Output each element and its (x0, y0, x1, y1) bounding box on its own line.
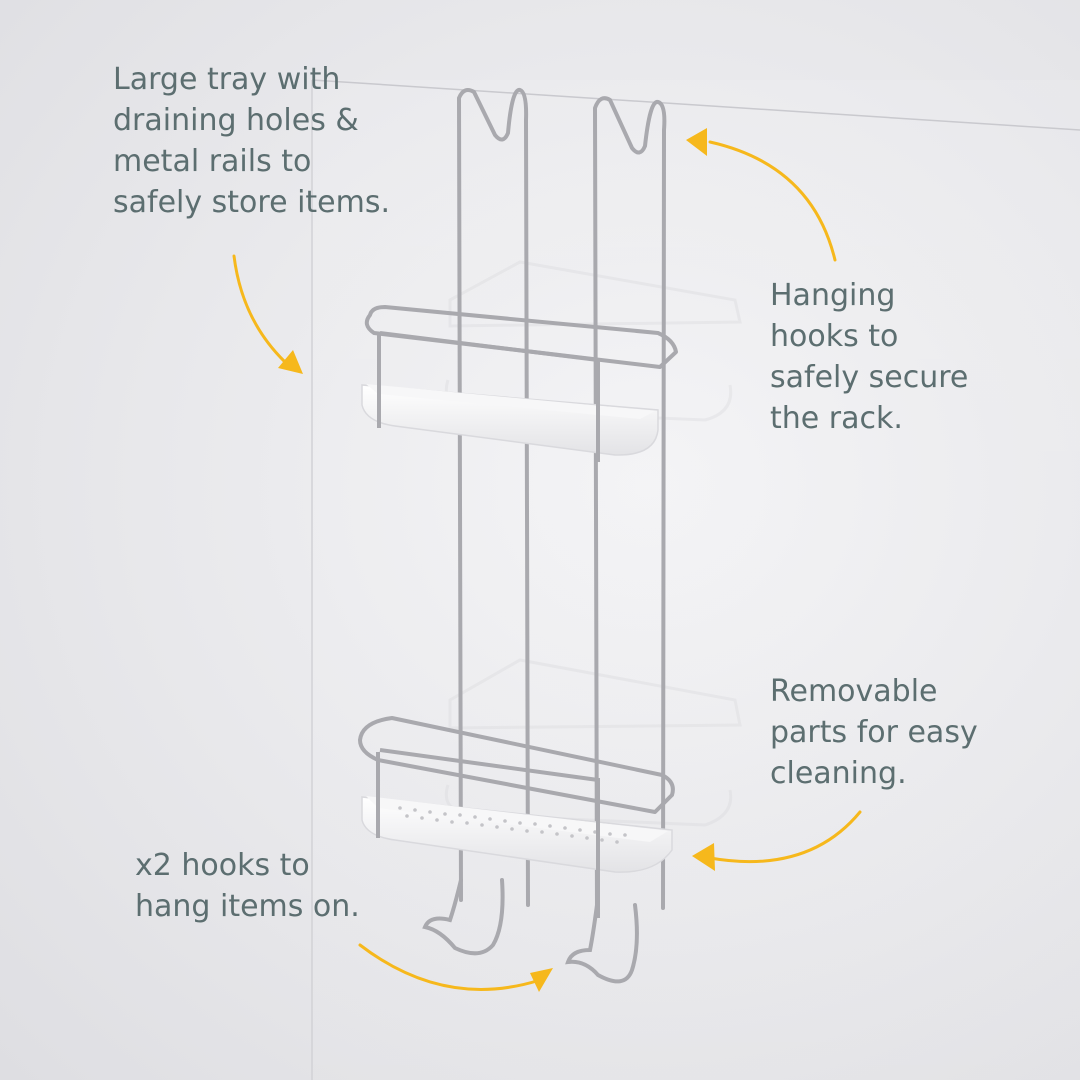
callout-arrows (232, 140, 862, 991)
callout-bottom-hooks: x2 hooks to hang items on. (135, 848, 360, 924)
callout-tray-features: Large tray with draining holes & metal r… (113, 62, 391, 220)
bottom-hook-left (422, 878, 505, 956)
arrowheads (278, 128, 715, 992)
arrow-removable-curve (708, 810, 862, 864)
arrow-hanging-curve (708, 140, 837, 262)
arrowhead-tray (278, 350, 303, 374)
callout-hanging-hooks: Hanging hooks to safely secure the rack. (770, 278, 969, 436)
arrowhead-hanging (686, 128, 707, 156)
arrowhead-removable (692, 843, 715, 871)
upper-shelf (361, 305, 678, 462)
arrow-tray-curve (232, 254, 287, 364)
glass-door-panel (312, 80, 1080, 1080)
upper-tray (361, 384, 659, 456)
arrowhead-bottomhooks (530, 968, 553, 992)
top-hook-left (457, 88, 530, 907)
lower-shelf (358, 716, 675, 918)
drain-holes (398, 806, 627, 844)
bottom-hook-right (565, 903, 639, 984)
glass-top-edge (311, 79, 1080, 131)
top-hook-right (593, 96, 667, 914)
arrow-bottomhooks-curve (358, 943, 542, 991)
callout-removable-parts: Removable parts for easy cleaning. (770, 674, 978, 791)
lower-rail (358, 716, 675, 814)
wire-frame (457, 88, 667, 914)
upper-rail (364, 305, 678, 369)
lower-tray (361, 796, 673, 873)
bottom-hooks (422, 878, 639, 984)
